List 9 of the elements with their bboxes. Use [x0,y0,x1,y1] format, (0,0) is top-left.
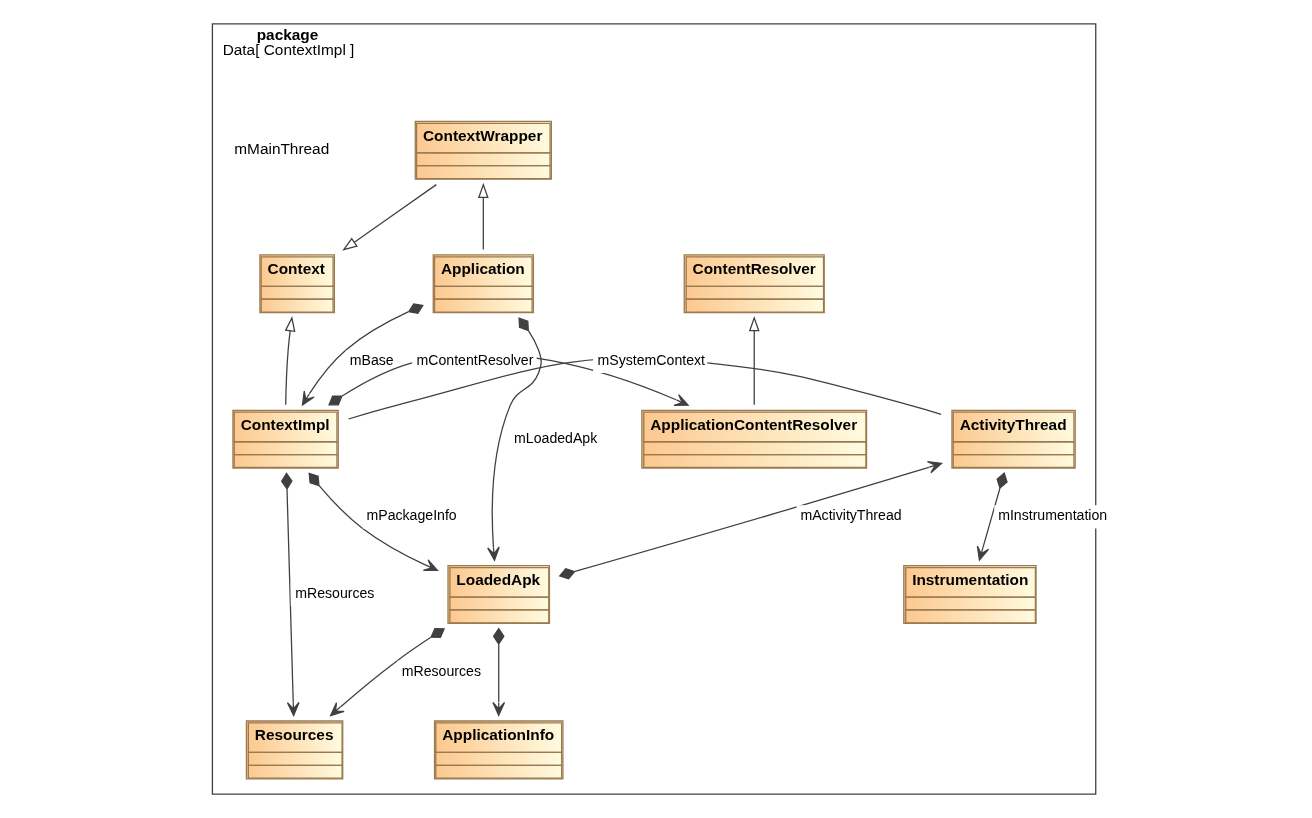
edge-label: mResources [401,662,481,679]
label: mMainThread [234,140,330,158]
edge-label: mResources [295,585,375,602]
edge-label: mLoadedApk [514,429,598,446]
edge-label: mSystemContext [597,352,705,369]
edge-label: mPackageInfo [366,507,457,524]
edge-label: mBase [349,352,394,369]
edge-label: mContentResolver [416,352,534,369]
edge-label: mActivityThread [800,507,902,524]
